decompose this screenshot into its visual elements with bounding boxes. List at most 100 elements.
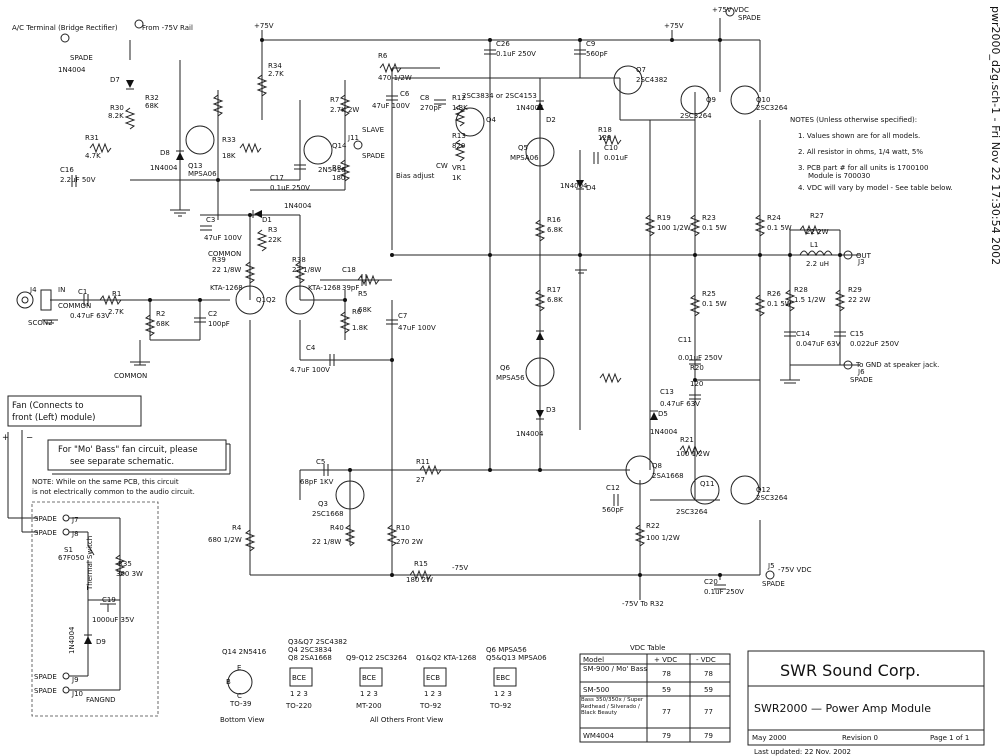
svg-text:59: 59	[704, 686, 713, 694]
svg-text:47uF 100V: 47uF 100V	[398, 324, 436, 332]
svg-text:18K: 18K	[222, 152, 236, 160]
svg-text:R8: R8	[332, 164, 341, 172]
svg-text:0.1 5W: 0.1 5W	[702, 224, 727, 232]
svg-text:D5: D5	[658, 410, 668, 418]
svg-text:J7: J7	[71, 516, 79, 524]
svg-text:0.47uF 63V: 0.47uF 63V	[660, 400, 700, 408]
svg-text:-75V VDC: -75V VDC	[778, 566, 812, 574]
svg-text:560pF: 560pF	[586, 50, 608, 58]
svg-text:SPADE: SPADE	[34, 515, 57, 523]
svg-text:C1: C1	[78, 288, 87, 296]
company-name: SWR Sound Corp.	[780, 661, 920, 680]
svg-text:L1: L1	[810, 241, 818, 249]
svg-text:C13: C13	[660, 388, 674, 396]
svg-text:SCON2: SCON2	[28, 319, 53, 327]
svg-text:R26: R26	[767, 290, 781, 298]
svg-text:C14: C14	[796, 330, 810, 338]
drawing-date: May 2000	[752, 734, 787, 742]
svg-text:R30: R30	[110, 104, 124, 112]
svg-text:COMMON: COMMON	[114, 372, 147, 380]
svg-text:MPSA06: MPSA06	[188, 170, 217, 178]
svg-text:Bottom View: Bottom View	[220, 716, 265, 724]
svg-text:Q8: Q8	[652, 462, 662, 470]
svg-text:1 2 3: 1 2 3	[360, 690, 378, 698]
svg-text:R38: R38	[292, 256, 306, 264]
svg-text:1N4004: 1N4004	[284, 202, 312, 210]
svg-text:C15: C15	[850, 330, 864, 338]
svg-text:R24: R24	[767, 214, 781, 222]
svg-text:22 2W: 22 2W	[848, 296, 871, 304]
svg-text:J9: J9	[71, 676, 79, 684]
svg-text:1.5 1/2W: 1.5 1/2W	[794, 296, 826, 304]
svg-text:2.7K: 2.7K	[268, 70, 284, 78]
svg-text:R39: R39	[212, 256, 226, 264]
svg-text:R35: R35	[118, 560, 132, 568]
svg-text:R32: R32	[145, 94, 159, 102]
svg-text:180: 180	[332, 174, 345, 182]
svg-text:ECB: ECB	[426, 674, 440, 682]
svg-text:R3: R3	[268, 226, 277, 234]
svg-text:100 1/2W: 100 1/2W	[676, 450, 710, 458]
svg-text:100 1/2W: 100 1/2W	[657, 224, 691, 232]
svg-text:2SC3264: 2SC3264	[756, 104, 788, 112]
svg-text:D8: D8	[160, 149, 170, 157]
last-updated: Last updated: 22 Nov. 2002	[754, 748, 851, 756]
svg-text:Q6: Q6	[500, 364, 511, 372]
svg-text:1N4004: 1N4004	[560, 182, 588, 190]
svg-text:R29: R29	[848, 286, 862, 294]
svg-text:R34: R34	[268, 62, 282, 70]
svg-text:Q4: Q4	[486, 116, 497, 124]
svg-text:All Others Front View: All Others Front View	[370, 716, 443, 724]
svg-text:Q1&Q2 KTA-1268: Q1&Q2 KTA-1268	[416, 654, 476, 662]
svg-text:1N4004: 1N4004	[516, 104, 544, 112]
svg-text:2SC1668: 2SC1668	[312, 510, 344, 518]
svg-text:R23: R23	[702, 214, 716, 222]
svg-text:0.47uF 63V: 0.47uF 63V	[70, 312, 110, 320]
svg-text:120: 120	[690, 380, 703, 388]
svg-text:820: 820	[452, 142, 465, 150]
svg-text:4.7K: 4.7K	[85, 152, 101, 160]
svg-text:J8: J8	[71, 530, 79, 538]
svg-text:C6: C6	[400, 90, 410, 98]
j2-spade-label: SPADE	[738, 14, 761, 22]
svg-text:2.7K 2W: 2.7K 2W	[330, 106, 359, 114]
svg-text:+: +	[2, 433, 9, 443]
j1-spade-label: SPADE	[70, 54, 93, 62]
svg-text:8.2K: 8.2K	[108, 112, 124, 120]
svg-text:78: 78	[662, 670, 671, 678]
svg-text:R6: R6	[378, 52, 388, 60]
note-3b: Module is 700030	[808, 172, 870, 180]
svg-text:77: 77	[704, 708, 713, 716]
svg-text:Q2: Q2	[266, 296, 276, 304]
svg-text:S1: S1	[64, 546, 73, 554]
note-4: 4. VDC will vary by model - See table be…	[798, 184, 953, 192]
svg-text:C12: C12	[606, 484, 620, 492]
svg-text:22 2W: 22 2W	[806, 228, 829, 236]
svg-text:Q7: Q7	[636, 66, 646, 74]
svg-text:2SC3264: 2SC3264	[756, 494, 788, 502]
svg-text:2SC4382: 2SC4382	[636, 76, 668, 84]
svg-text:SPADE: SPADE	[34, 687, 57, 695]
svg-text:Model: Model	[583, 656, 604, 664]
svg-text:680 1/2W: 680 1/2W	[208, 536, 242, 544]
svg-text:560pF: 560pF	[602, 506, 624, 514]
svg-text:SLAVE: SLAVE	[362, 126, 384, 134]
svg-text:C7: C7	[398, 312, 407, 320]
svg-text:1K: 1K	[452, 174, 461, 182]
svg-text:1N4004: 1N4004	[516, 430, 544, 438]
svg-text:100pF: 100pF	[208, 320, 230, 328]
svg-text:SPADE: SPADE	[362, 152, 385, 160]
svg-text:TO-92: TO-92	[489, 702, 511, 710]
svg-text:SPADE: SPADE	[762, 580, 785, 588]
fan-section: Fan (Connects to front (Left) module) + …	[2, 395, 231, 717]
svg-text:KTA-1268: KTA-1268	[210, 284, 243, 292]
svg-text:C18: C18	[342, 266, 356, 274]
svg-text:R28: R28	[794, 286, 808, 294]
junction-dots	[148, 38, 842, 577]
svg-text:22 1/8W: 22 1/8W	[212, 266, 241, 274]
fan-note: NOTE: While on the same PCB, this circui…	[32, 478, 179, 486]
svg-text:2.7K: 2.7K	[108, 308, 124, 316]
svg-text:OUT: OUT	[856, 252, 872, 260]
svg-text:R13: R13	[452, 132, 466, 140]
